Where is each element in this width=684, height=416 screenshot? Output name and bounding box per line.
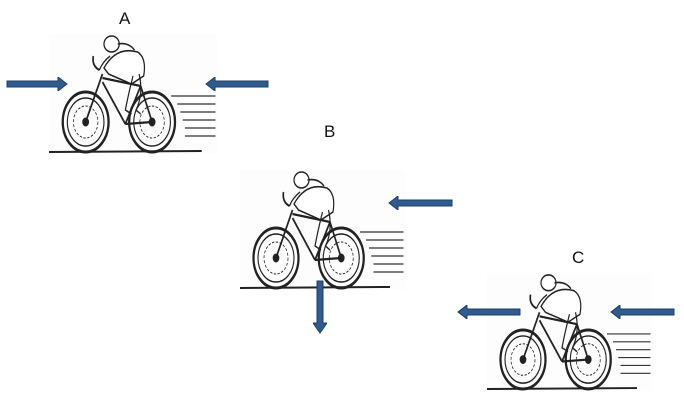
panel-label-a: A — [119, 9, 131, 28]
arrow-down-icon — [313, 280, 327, 334]
arrow-left-icon — [610, 305, 675, 319]
arrow-left-icon — [457, 305, 521, 319]
panel-label-c: C — [572, 248, 585, 267]
cyclist-drawing-c — [487, 273, 652, 391]
cyclist-drawing-b — [240, 170, 405, 290]
panel-label-b: B — [324, 122, 336, 141]
cyclist-drawing-a — [49, 34, 217, 154]
arrow-left-icon — [205, 77, 269, 91]
arrow-left-icon — [388, 196, 453, 210]
arrow-right-icon — [6, 77, 68, 91]
